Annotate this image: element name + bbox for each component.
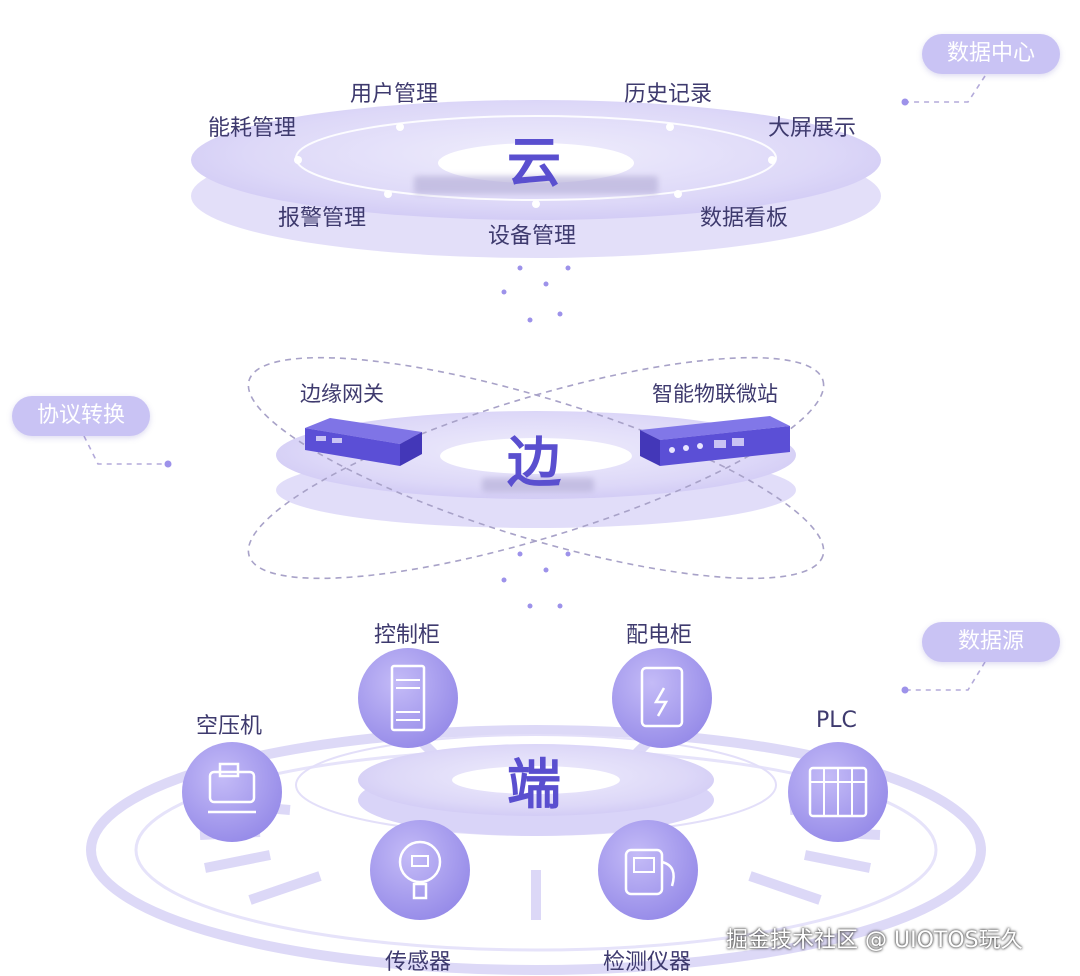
tag-protocol-conversion: 协议转换: [12, 396, 150, 436]
source-plc: PLC: [816, 708, 857, 733]
source-air-compressor: 空压机: [196, 714, 263, 739]
instrument-icon: [598, 820, 698, 920]
lower-data-beams: [501, 548, 571, 720]
redacted-subtitle: [414, 176, 658, 194]
module-device-management: 设备管理: [488, 224, 577, 249]
gateway-device-icon: [305, 418, 422, 466]
connector-dot: [901, 686, 909, 694]
tag-data-center: 数据中心: [922, 34, 1060, 74]
redacted-subtitle: [482, 478, 594, 492]
module-data-dashboard: 数据看板: [700, 206, 789, 231]
cabinet-icon: [358, 648, 458, 748]
source-sensor: 传感器: [385, 950, 452, 975]
upper-data-beams: [501, 262, 571, 400]
cloud-layer: [191, 100, 881, 258]
end-layer-title: 端: [507, 752, 561, 816]
tag-connectors: [83, 75, 986, 691]
plc-icon: [788, 742, 888, 842]
compressor-icon: [182, 742, 282, 842]
module-history: 历史记录: [624, 82, 713, 107]
cloud-layer-title: 云: [507, 130, 561, 194]
source-instrument: 检测仪器: [603, 950, 692, 975]
sensor-icon: [370, 820, 470, 920]
micro-station-device-icon: [640, 416, 790, 466]
module-energy-management: 能耗管理: [208, 116, 297, 141]
source-distribution-cabinet: 配电柜: [626, 623, 693, 648]
power-box-icon: [612, 648, 712, 748]
source-control-cabinet: 控制柜: [374, 623, 441, 648]
edge-gateway-label: 边缘网关: [300, 382, 384, 406]
connector-dot: [901, 98, 909, 106]
module-user-management: 用户管理: [350, 82, 439, 107]
micro-station-label: 智能物联微站: [652, 382, 778, 406]
module-big-screen: 大屏展示: [768, 116, 857, 141]
watermark: 掘金技术社区 @ UIOTOS玩久: [726, 928, 1023, 953]
module-alarm-management: 报警管理: [278, 206, 367, 231]
tag-data-source: 数据源: [922, 622, 1060, 662]
connector-dot: [164, 460, 172, 468]
edge-layer-title: 边: [507, 430, 561, 494]
